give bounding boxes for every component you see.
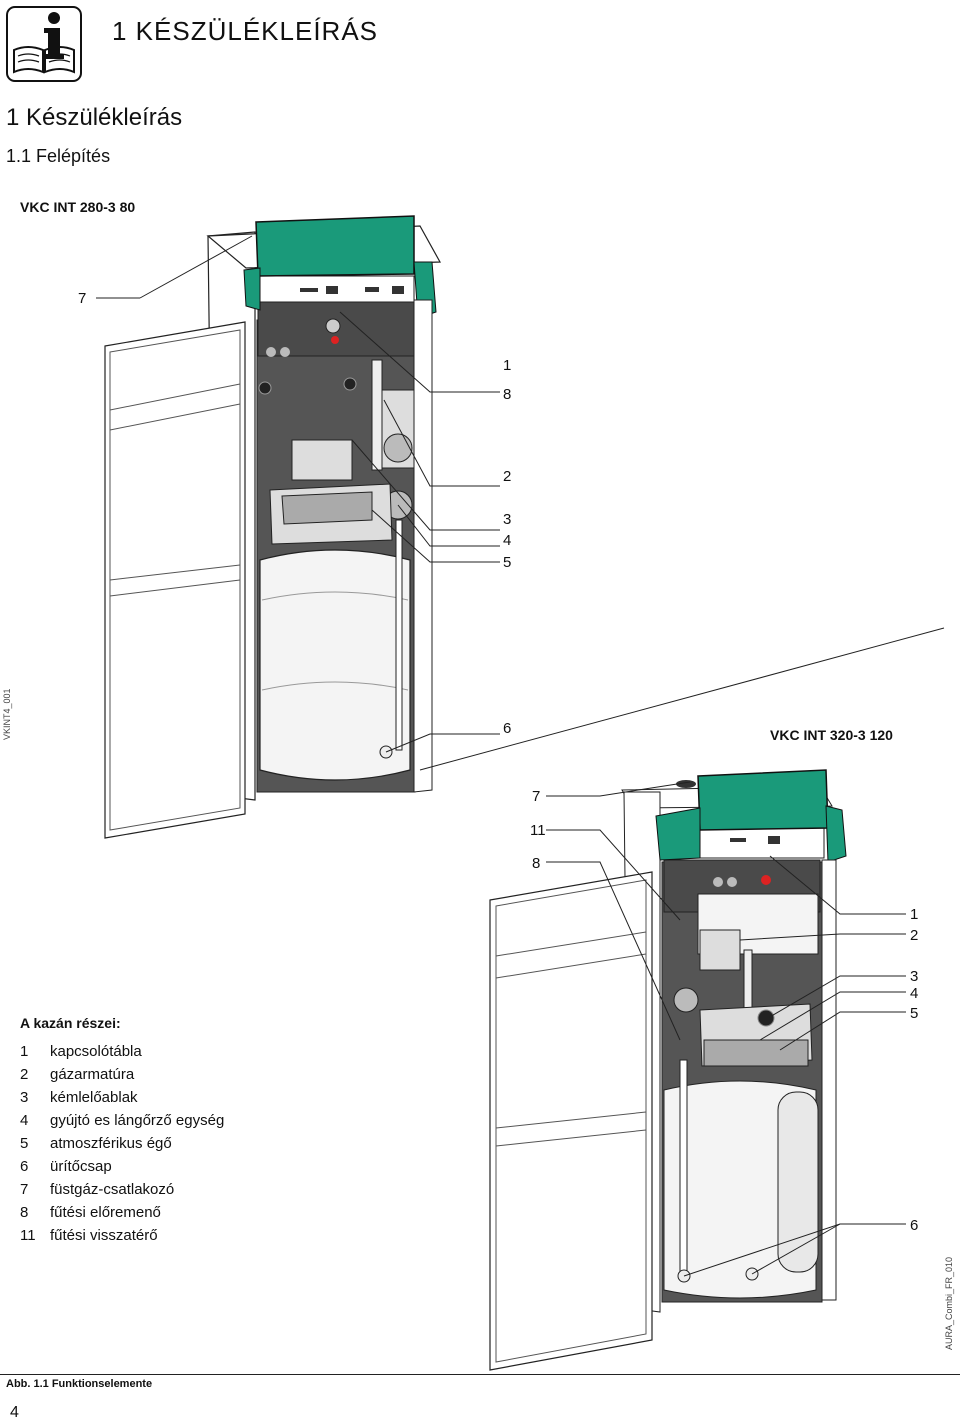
figure-caption: Abb. 1.1 Funktionselemente — [6, 1378, 153, 1390]
label-5-bottom: 5 — [910, 1005, 919, 1022]
caption-divider — [0, 1374, 960, 1375]
info-book-icon — [6, 6, 82, 82]
label-2-top: 2 — [503, 468, 512, 485]
model-label-bottom: VKC INT 320-3 120 — [770, 727, 893, 743]
figure-code-top: VKINT4_001 — [2, 688, 12, 740]
boiler-top-unit — [96, 215, 500, 839]
label-7-top: 7 — [78, 290, 87, 307]
label-7-bottom: 7 — [532, 788, 541, 805]
figure-code-bottom: AURA_Combi_FR_010 — [944, 1256, 954, 1350]
label-5-top: 5 — [503, 554, 512, 571]
subsection-heading: 1.1 Felépítés — [6, 146, 111, 166]
label-1-top: 1 — [503, 357, 512, 374]
legend-title: A kazán részei: — [20, 1015, 121, 1031]
chapter-title: 1 KÉSZÜLÉKLEÍRÁS — [112, 16, 378, 46]
page-number: 4 — [10, 1404, 19, 1421]
model-label-top: VKC INT 280-3 80 — [20, 199, 136, 215]
boiler-bottom-unit — [489, 769, 906, 1371]
label-4-top: 4 — [503, 532, 512, 549]
section-heading: 1 Készülékleírás — [6, 104, 183, 131]
label-6-bottom: 6 — [910, 1217, 919, 1234]
label-11-bottom: 11 — [530, 822, 546, 839]
label-4-bottom: 4 — [910, 985, 919, 1002]
label-2-bottom: 2 — [910, 927, 919, 944]
label-1-bottom: 1 — [910, 906, 919, 923]
label-3-top: 3 — [503, 511, 512, 528]
label-8-bottom: 8 — [532, 855, 541, 872]
label-8-top: 8 — [503, 386, 512, 403]
label-6-top: 6 — [503, 720, 512, 737]
label-3-bottom: 3 — [910, 968, 919, 985]
